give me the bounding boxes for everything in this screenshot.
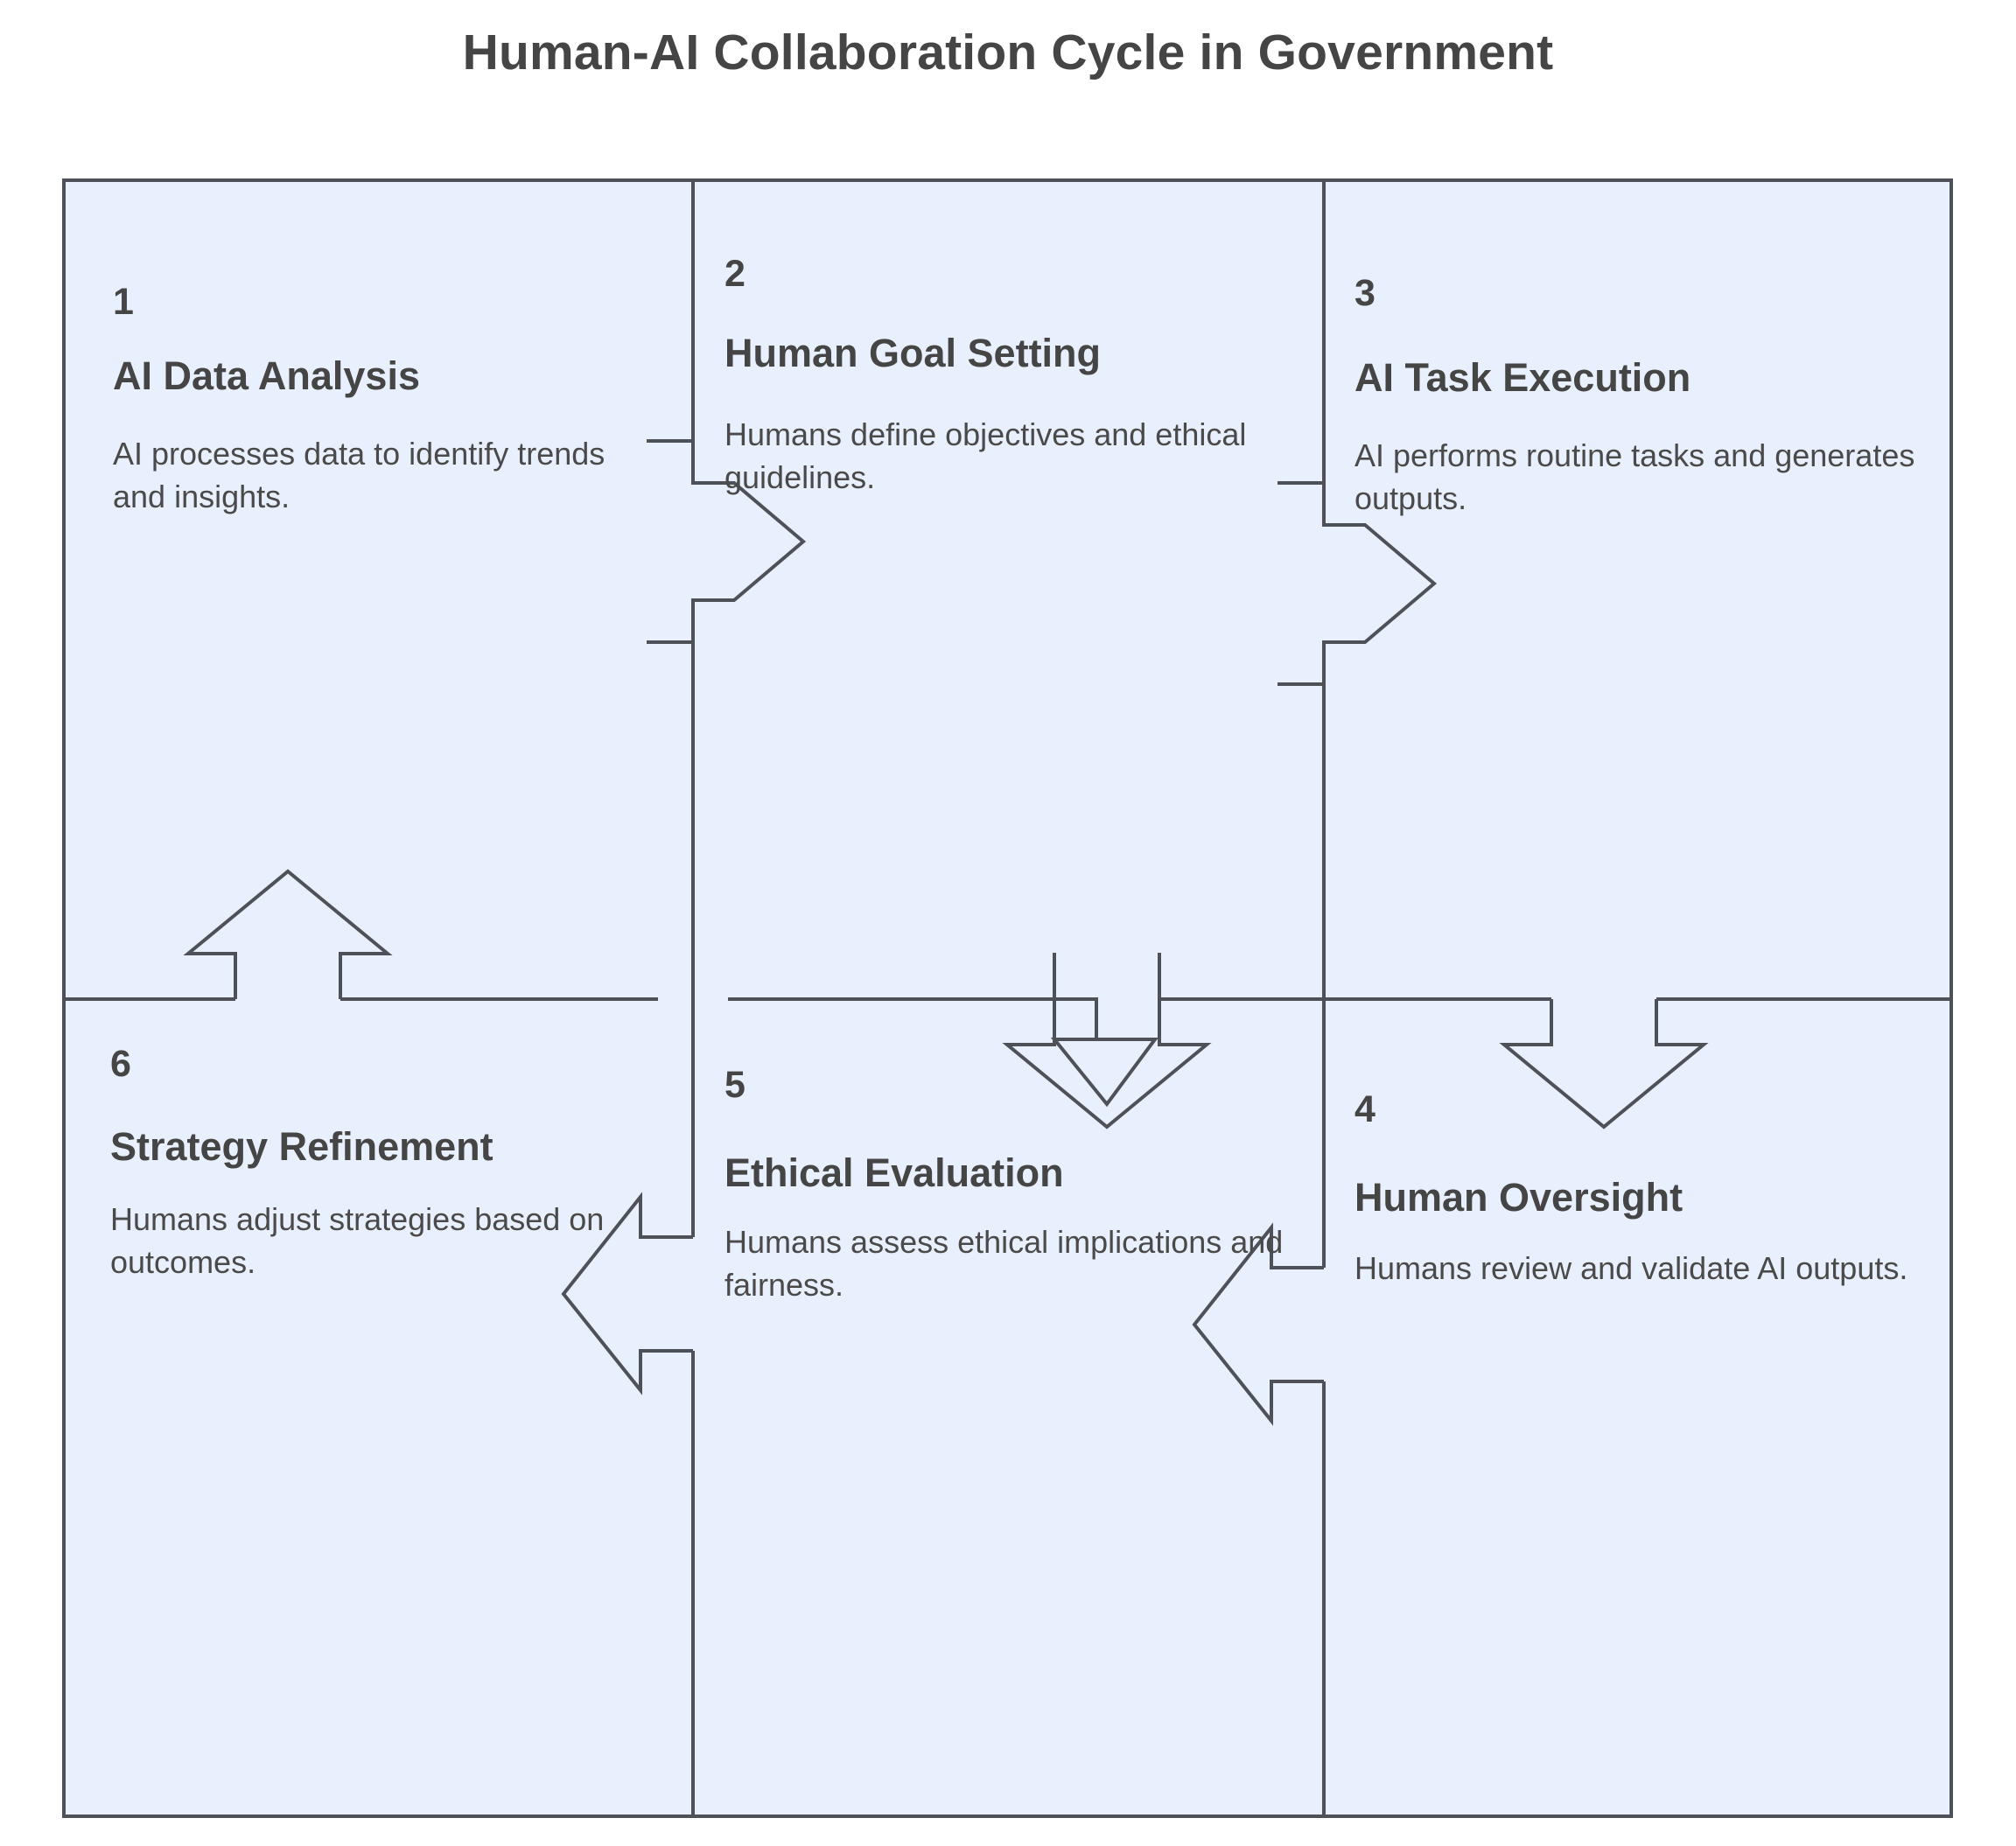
step-number-3: 3 [1354, 272, 1376, 314]
arrow-2-to-5-head [1050, 953, 1158, 1108]
step-description-4: Humans review and validate AI outputs. [1354, 1249, 1908, 1286]
step-description-3: AI performs routine tasks and generates … [1354, 437, 1915, 517]
collaboration-cycle-diagram: 1 AI Data Analysis AI processes data to … [62, 178, 1953, 1818]
step-card-2: 2 Human Goal Setting Humans define objec… [693, 178, 1324, 999]
arrow-6-to-1 [183, 869, 393, 999]
step-card-3: 3 AI Task Execution AI performs routine … [1324, 178, 1953, 999]
step-description-6: Humans adjust strategies based on outcom… [110, 1200, 605, 1281]
page-title: Human-AI Collaboration Cycle in Governme… [462, 24, 1554, 80]
step-heading-4: Human Oversight [1354, 1175, 1684, 1220]
step-heading-2: Human Goal Setting [724, 331, 1102, 375]
arrow-1-to-2 [647, 439, 807, 644]
step-description-1: AI processes data to identify trends and… [113, 435, 606, 515]
arrow-2-to-5-shaft [1053, 953, 1161, 999]
arrow-2-to-3 [1278, 481, 1438, 686]
step-heading-3: AI Task Execution [1354, 355, 1691, 400]
step-heading-1: AI Data Analysis [113, 353, 420, 398]
step-card-4: 4 Human Oversight Humans review and vali… [1324, 999, 1953, 1818]
step-number-5: 5 [724, 1064, 746, 1106]
step-description-2: Humans define objectives and ethical gui… [724, 416, 1247, 496]
step-number-4: 4 [1354, 1088, 1376, 1130]
step-heading-5: Ethical Evaluation [724, 1150, 1064, 1195]
arrow-5-to-6 [561, 1192, 693, 1395]
step-number-6: 6 [110, 1043, 131, 1085]
step-card-6: 6 Strategy Refinement Humans adjust stra… [62, 999, 693, 1818]
arrow-2-to-5 [1002, 999, 1212, 1129]
step-card-5: 5 Ethical Evaluation Humans assess ethic… [693, 999, 1324, 1818]
step-number-1: 1 [113, 281, 134, 323]
arrow-3-to-4 [1499, 999, 1709, 1129]
arrow-4-to-5 [1192, 1222, 1324, 1426]
step-heading-6: Strategy Refinement [110, 1124, 494, 1169]
step-number-2: 2 [724, 253, 746, 295]
step-card-1: 1 AI Data Analysis AI processes data to … [62, 178, 693, 999]
diagram-frame-and-connectors [62, 178, 1953, 1818]
step-description-5: Humans assess ethical implications and f… [724, 1223, 1284, 1304]
